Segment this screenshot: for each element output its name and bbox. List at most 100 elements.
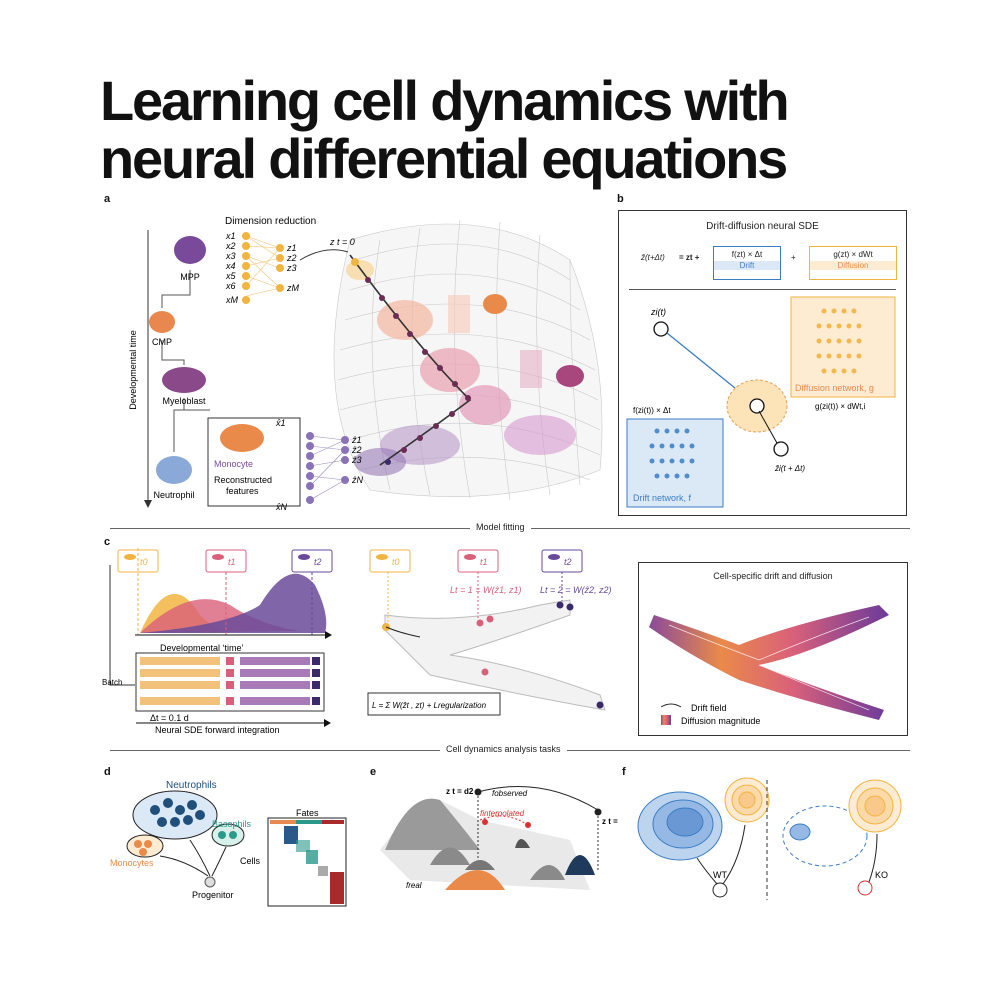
analysis-label: Cell dynamics analysis tasks (440, 744, 567, 754)
z3: z3 (286, 263, 297, 273)
reconstructed-label-2: features (226, 486, 259, 496)
monocyte-cell (220, 424, 264, 452)
cells-label: Cells (240, 856, 261, 866)
cmp-cell (149, 311, 175, 333)
diffusion-term: g(zt) × dWt (833, 250, 873, 259)
monocytes-label: Monocytes (110, 858, 154, 868)
mini-network-2 (520, 350, 584, 388)
panel-d-figure: Neutrophils Basophils Monocytes Progenit… (110, 780, 347, 907)
zi-t-node (653, 321, 669, 337)
panel-a-figure: Developmental time MPP CMP Myeloblast Ne… (128, 216, 603, 512)
zhatN: ẑN (351, 475, 364, 485)
peak-orange (445, 870, 505, 890)
dt-label: Δt = 0.1 d (150, 713, 189, 723)
xM: xM (225, 295, 239, 305)
diffusion-box: g(zt) × dWt Diffusion (809, 246, 897, 280)
t1-label-2: t1 (480, 557, 488, 567)
panel-a-label: a (104, 193, 111, 205)
neutrophils-label: Neutrophils (166, 780, 217, 791)
panel-b-label: b (617, 193, 624, 205)
fit-manifold (384, 599, 606, 711)
panel-e-figure: z t = d2 z t = d6 fobserved finterpolate… (380, 785, 620, 890)
progenitor-node (204, 876, 216, 888)
panel-e-label: e (370, 766, 377, 778)
trajectory-beads (351, 258, 471, 465)
loss-label: L = Σ W(ẑt , zt) + Lregularization (372, 701, 487, 710)
zhat1: ẑ1 (351, 435, 362, 445)
zi-next-label: ẑi(t + Δt) (774, 464, 805, 473)
mpp-cell (174, 236, 206, 264)
eq-lhs: ẑ(t+Δt) (641, 253, 665, 262)
f-label: f(zi(t)) × Δt (633, 406, 671, 415)
cell-field (649, 605, 889, 720)
panel-c-label: c (104, 536, 111, 548)
neutrophil-cell (156, 456, 192, 484)
x6: x6 (225, 281, 236, 291)
page-title: Learning cell dynamics with neural diffe… (100, 69, 790, 190)
ko-dashed-contour (782, 805, 868, 867)
zhat2: ẑ2 (351, 445, 362, 455)
zi-t-label: zi(t) (650, 307, 666, 317)
cell-cmp: CMP (152, 337, 172, 347)
basophil-cluster (211, 823, 245, 847)
t2-label: t2 (314, 557, 322, 567)
drift-network-label: Drift network, f (633, 493, 692, 503)
drift-term: f(zt) × Δt (731, 250, 763, 259)
diff-mag-label: Diffusion magnitude (681, 716, 760, 726)
xhatN: x̂N (275, 502, 288, 512)
x4: x4 (225, 261, 236, 271)
diffusion-label: Diffusion (810, 261, 896, 270)
t1-label: t1 (228, 557, 236, 567)
zi-next-node (773, 441, 789, 457)
drift-label: Drift (714, 261, 780, 270)
dimension-reduction-label: Dimension reduction (225, 216, 316, 227)
z2: z2 (286, 253, 297, 263)
drift-end-node (749, 398, 765, 414)
panel-f-figure: WT KO (637, 777, 902, 900)
cell-neutrophil: Neutrophil (153, 490, 194, 500)
sde-diagram: Diffusion network, g zi(t) ẑi(t + Δt) g(… (626, 296, 896, 508)
z-d6-label: z t = d6 (602, 817, 620, 826)
x3: x3 (225, 251, 236, 261)
batch-label: Batch (102, 678, 122, 687)
encoder-network (245, 235, 281, 297)
reconstructed-label-1: Reconstructed (214, 475, 272, 485)
x5: x5 (225, 271, 237, 281)
f-observed-label: fobserved (492, 789, 528, 798)
t2-label-2: t2 (564, 557, 572, 567)
model-fitting-label: Model fitting (470, 522, 531, 532)
t0-label: t0 (140, 557, 148, 567)
zM: zM (286, 283, 300, 293)
myeloblast-cell (162, 367, 206, 393)
sde-title: Drift-diffusion neural SDE (706, 221, 819, 232)
dev-time-label: Developmental ‘time’ (160, 643, 244, 653)
diffusion-network-label: Diffusion network, g (795, 383, 874, 393)
cell-mpp: MPP (180, 272, 200, 282)
x2: x2 (225, 241, 236, 251)
drift-field-label: Drift field (691, 703, 727, 713)
cell-specific-title: Cell-specific drift and diffusion (713, 571, 833, 581)
cell-myeloblast: Myeloblast (162, 396, 206, 406)
g-label: g(zi(t)) × dWt,i (815, 402, 866, 411)
mini-network-1 (448, 294, 507, 333)
ko-node (857, 880, 873, 896)
panel-d-label: d (104, 766, 111, 778)
z-t0: z t = 0 (329, 237, 355, 247)
z1: z1 (286, 243, 297, 253)
developmental-time-label: Developmental time (128, 330, 138, 410)
ko-label: KO (875, 870, 888, 880)
monocyte-label: Monocyte (214, 459, 253, 469)
eq-plus: + (791, 253, 796, 262)
divider (629, 289, 896, 290)
z-d2-label: z t = d2 (446, 787, 474, 796)
batch-rows (140, 657, 320, 705)
t0-label-2: t0 (392, 557, 400, 567)
density-t2 (140, 573, 327, 633)
zhat3: ẑ3 (351, 455, 362, 465)
f-real-label: freal (406, 881, 422, 890)
wt-label: WT (713, 870, 727, 880)
progenitor-label: Progenitor (192, 890, 234, 900)
peak-1 (385, 798, 480, 850)
l2-label: Lt = 2 = W(ẑ2, z2) (540, 585, 612, 595)
peak-navy (565, 855, 595, 875)
